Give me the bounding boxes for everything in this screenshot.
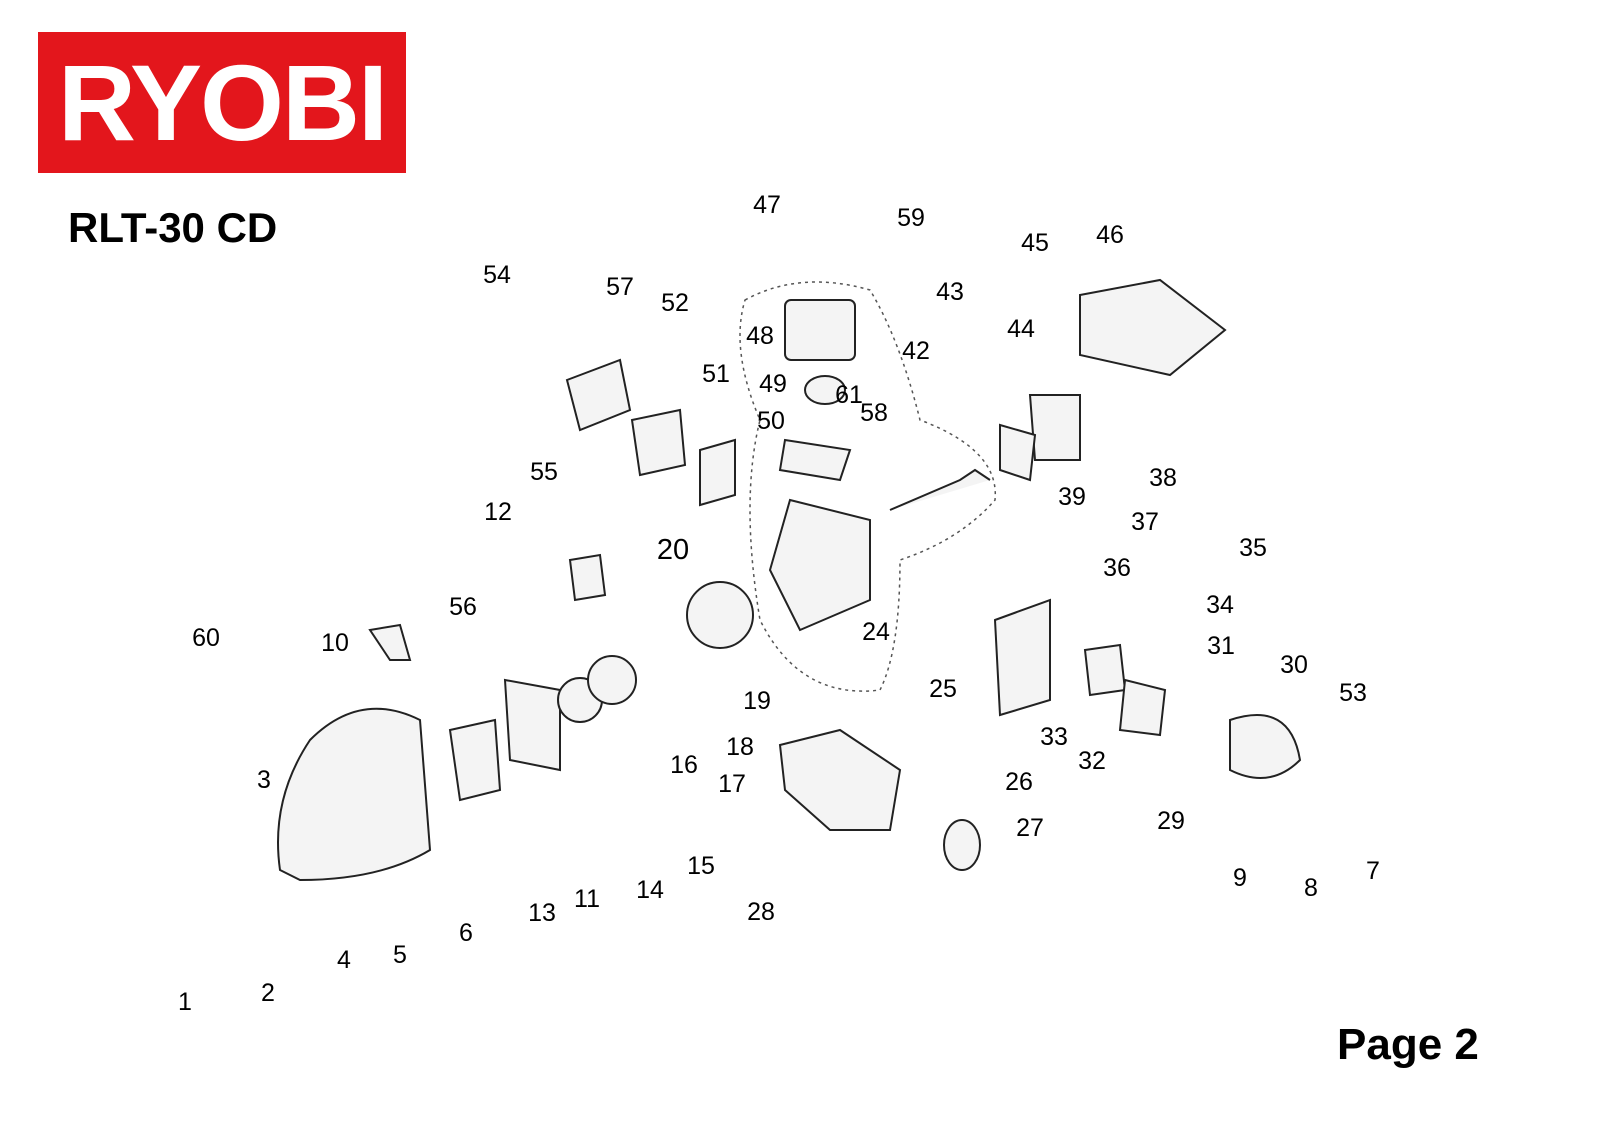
- callout-20: 20: [656, 534, 690, 566]
- callout-30: 30: [1280, 651, 1308, 679]
- fan-housing-part: [277, 707, 432, 882]
- flywheel-part: [686, 581, 754, 649]
- callout-8: 8: [1304, 874, 1318, 902]
- callout-53: 53: [1339, 679, 1367, 707]
- callout-48: 48: [746, 322, 774, 350]
- callout-19: 19: [743, 687, 771, 715]
- muffler-gasket-part: [999, 423, 1037, 482]
- callout-6: 6: [459, 919, 473, 947]
- air-cleaner-cover-part: [1229, 714, 1302, 779]
- fuel-tank-part: [778, 728, 902, 831]
- air-filter-cover-part: [565, 358, 632, 432]
- model-title: RLT-30 CD: [68, 204, 278, 251]
- recoil-housing-part: [503, 678, 561, 772]
- ignition-coil-part: [568, 553, 607, 602]
- callout-38: 38: [1149, 464, 1177, 492]
- callout-7: 7: [1366, 857, 1380, 885]
- callout-57: 57: [606, 273, 634, 301]
- muffler-part: [1028, 394, 1081, 461]
- callout-11: 11: [574, 885, 600, 913]
- carburetor-part: [1083, 643, 1127, 697]
- logo-text: RYOBI: [57, 41, 388, 163]
- air-filter-part: [630, 408, 687, 477]
- starter-plate-part: [448, 718, 502, 802]
- callout-13: 13: [528, 899, 556, 927]
- callout-42: 42: [902, 337, 930, 365]
- callout-26: 26: [1005, 768, 1033, 796]
- callout-44: 44: [1007, 315, 1035, 343]
- page-number: Page 2: [1337, 1020, 1479, 1069]
- callout-31: 31: [1207, 632, 1235, 660]
- callout-47: 47: [753, 191, 781, 219]
- callout-50: 50: [757, 407, 785, 435]
- callout-12: 12: [484, 498, 512, 526]
- callout-24: 24: [862, 618, 890, 646]
- callout-37: 37: [1131, 508, 1159, 536]
- callout-15: 15: [687, 852, 715, 880]
- callout-39: 39: [1058, 483, 1086, 511]
- callout-34: 34: [1206, 591, 1234, 619]
- callout-1: 1: [178, 988, 192, 1016]
- callout-4: 4: [337, 946, 351, 974]
- callout-60: 60: [192, 624, 220, 652]
- callout-14: 14: [636, 876, 664, 904]
- callout-45: 45: [1021, 229, 1049, 257]
- callout-52: 52: [661, 289, 689, 317]
- callout-16: 16: [670, 751, 698, 779]
- callout-33: 33: [1040, 723, 1068, 751]
- heat-shield-part: [993, 598, 1051, 717]
- callout-49: 49: [759, 370, 787, 398]
- callout-9: 9: [1233, 864, 1247, 892]
- crankshaft-part: [889, 468, 991, 511]
- callout-25: 25: [929, 675, 957, 703]
- callout-3: 3: [257, 766, 271, 794]
- callout-36: 36: [1103, 554, 1131, 582]
- crankcase-part: [768, 498, 871, 632]
- callout-54: 54: [483, 261, 511, 289]
- trigger-part: [368, 623, 412, 661]
- callout-55: 55: [530, 458, 558, 486]
- fuel-cap-part: [943, 819, 981, 871]
- callout-51: 51: [702, 360, 730, 388]
- callout-61: 61: [835, 381, 863, 409]
- air-box-part: [1118, 678, 1167, 737]
- callout-35: 35: [1239, 534, 1267, 562]
- callout-56: 56: [449, 593, 477, 621]
- callout-58: 58: [860, 399, 888, 427]
- callout-28: 28: [747, 898, 775, 926]
- cylinder-part: [784, 299, 856, 361]
- callout-27: 27: [1016, 814, 1044, 842]
- callout-17: 17: [718, 770, 746, 798]
- ryobi-logo: RYOBI: [38, 32, 406, 173]
- callout-46: 46: [1096, 221, 1124, 249]
- callout-10: 10: [321, 629, 349, 657]
- callout-5: 5: [393, 941, 407, 969]
- gasket-part: [778, 438, 852, 482]
- muffler-cover-part: [1079, 278, 1227, 377]
- callout-59: 59: [897, 204, 925, 232]
- callout-2: 2: [261, 979, 275, 1007]
- callout-43: 43: [936, 278, 964, 306]
- bracket-part: [699, 438, 736, 507]
- recoil-spring-part: [587, 655, 637, 705]
- callout-32: 32: [1078, 747, 1106, 775]
- piston-part: [804, 375, 846, 405]
- callout-18: 18: [726, 733, 754, 761]
- callout-29: 29: [1157, 807, 1185, 835]
